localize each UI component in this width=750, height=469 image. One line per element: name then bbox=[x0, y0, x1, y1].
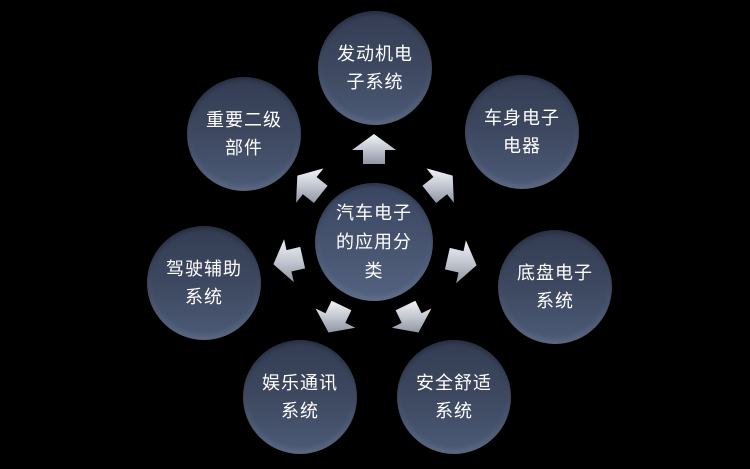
node-label: 底盘电子 系统 bbox=[517, 263, 593, 311]
center-node-auto-electronics-classification: 汽车电子 的应用分 类 bbox=[315, 183, 433, 301]
arrow-down-right-icon bbox=[391, 300, 432, 333]
arrow-right-icon bbox=[444, 240, 477, 284]
arrow-left-icon bbox=[273, 239, 306, 283]
node-label: 娱乐通讯 系统 bbox=[262, 373, 338, 421]
node-label: 驾驶辅助 系统 bbox=[166, 259, 242, 307]
node-safety-comfort: 安全舒适 系统 bbox=[397, 340, 511, 454]
node-body-electronics: 车身电子 电器 bbox=[465, 75, 579, 189]
node-engine-electronics: 发动机电 子系统 bbox=[318, 11, 432, 125]
arrow-up-icon bbox=[352, 134, 396, 164]
node-driving-assist: 驾驶辅助 系统 bbox=[147, 226, 261, 340]
node-label: 安全舒适 系统 bbox=[416, 373, 492, 421]
node-label: 发动机电 子系统 bbox=[337, 44, 413, 92]
center-node-label: 汽车电子 的应用分 类 bbox=[336, 202, 412, 281]
node-label: 重要二级 部件 bbox=[206, 110, 282, 158]
arrow-up-left-icon bbox=[296, 168, 328, 203]
arrow-down-left-icon bbox=[315, 300, 356, 333]
node-chassis-electronics: 底盘电子 系统 bbox=[498, 230, 612, 344]
node-label: 车身电子 电器 bbox=[484, 108, 560, 156]
node-secondary-components: 重要二级 部件 bbox=[187, 77, 301, 191]
node-entertainment-comm: 娱乐通讯 系统 bbox=[243, 340, 357, 454]
arrow-up-right-icon bbox=[422, 168, 454, 203]
